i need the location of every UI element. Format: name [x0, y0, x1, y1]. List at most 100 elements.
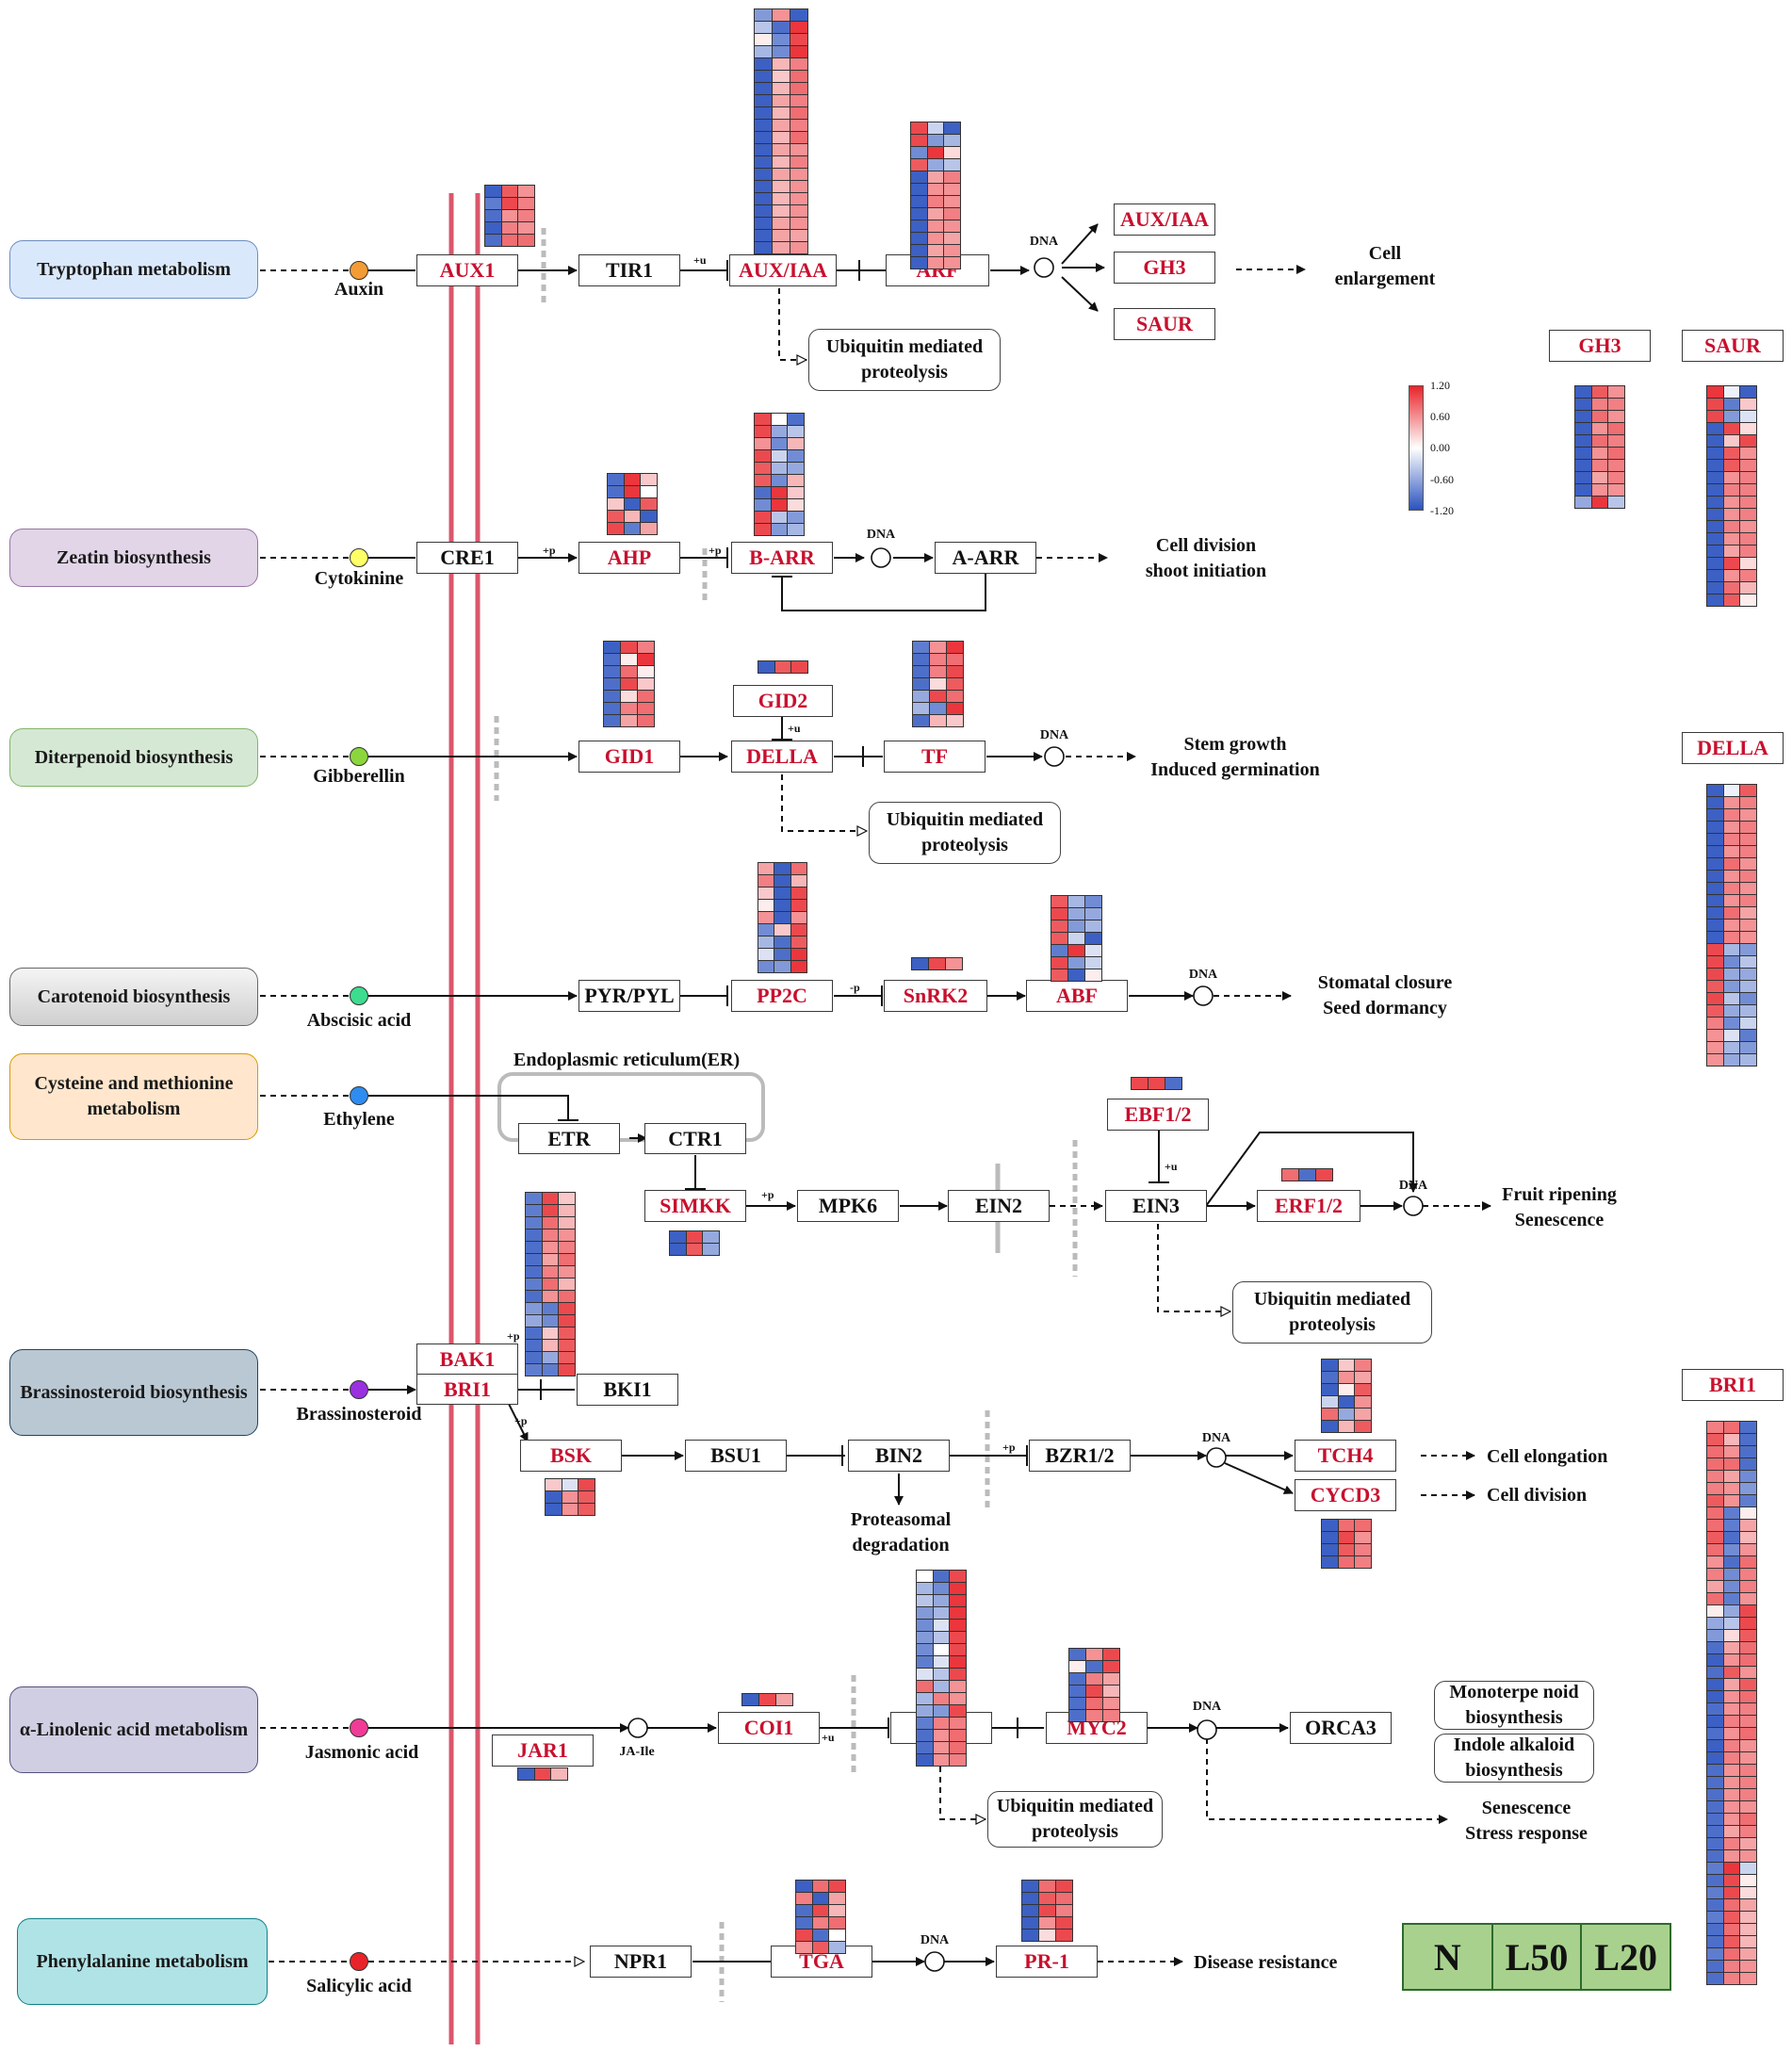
heatmap-cell: [1707, 1716, 1723, 1727]
heatmap-cell: [1085, 908, 1101, 920]
heatmap-cell: [1740, 797, 1756, 808]
gene-ebf12[interactable]: EBF1/2: [1107, 1099, 1209, 1131]
heatmap-cell: [917, 1571, 933, 1582]
gene-bsu1[interactable]: BSU1: [685, 1440, 787, 1472]
heatmap-cell: [755, 46, 772, 57]
gene-aux-iaa-target[interactable]: AUX/IAA: [1114, 204, 1215, 236]
gene-snrk2[interactable]: SnRK2: [884, 980, 987, 1012]
gene-bzr12[interactable]: BZR1/2: [1029, 1440, 1131, 1472]
heatmap-cell: [542, 1193, 559, 1204]
gene-jar1[interactable]: JAR1: [492, 1734, 594, 1767]
heatmap-cell: [927, 135, 944, 146]
gene-pr1[interactable]: PR-1: [996, 1946, 1098, 1978]
heatmap-cell: [1723, 956, 1740, 968]
gene-tch4[interactable]: TCH4: [1295, 1440, 1396, 1472]
heatmap-cell: [485, 235, 501, 246]
heatmap-cell: [1022, 1905, 1038, 1916]
heatmap-cell: [501, 210, 518, 221]
gene-saur[interactable]: SAUR: [1114, 308, 1215, 340]
heatmap-cell: [755, 22, 772, 33]
heatmap-cell: [1723, 1593, 1740, 1604]
gene-pyr-pyl[interactable]: PYR/PYL: [578, 980, 680, 1012]
heatmap-cell: [929, 958, 945, 969]
gene-aux1[interactable]: AUX1: [416, 254, 518, 286]
gene-coi1[interactable]: COI1: [718, 1712, 820, 1744]
gene-a-arr[interactable]: A-ARR: [935, 542, 1036, 574]
pathway-zeatin[interactable]: Zeatin biosynthesis: [9, 529, 258, 587]
heatmap-cell: [1322, 1360, 1338, 1371]
gene-ctr1[interactable]: CTR1: [644, 1123, 746, 1154]
heatmap-cell: [526, 1205, 542, 1216]
heatmap-cell: [933, 1718, 950, 1729]
gene-tf[interactable]: TF: [884, 741, 986, 773]
heatmap-cell: [1740, 1826, 1756, 1837]
heatmap-cell: [1723, 1422, 1740, 1433]
gene-pp2c[interactable]: PP2C: [731, 980, 833, 1012]
heatmap-cell: [1069, 1673, 1085, 1685]
gene-orca3[interactable]: ORCA3: [1290, 1712, 1392, 1744]
heatmap-cell: [917, 1705, 933, 1717]
heatmap-cell: [1051, 920, 1067, 932]
heatmap-cell: [1740, 448, 1756, 459]
gene-gid2[interactable]: GID2: [733, 685, 833, 717]
gene-aux-iaa[interactable]: AUX/IAA: [729, 254, 837, 286]
heatmap-cell: [788, 414, 804, 425]
gene-tir1[interactable]: TIR1: [578, 254, 680, 286]
sample-legend-n: N: [1404, 1925, 1493, 1989]
gene-etr[interactable]: ETR: [518, 1123, 620, 1154]
gene-bin2[interactable]: BIN2: [848, 1440, 950, 1472]
heatmap-cell: [933, 1632, 950, 1643]
heatmap-cell: [1723, 509, 1740, 520]
gene-della[interactable]: DELLA: [731, 741, 833, 773]
gene-cre1[interactable]: CRE1: [416, 542, 518, 574]
gene-cycd3[interactable]: CYCD3: [1295, 1479, 1396, 1511]
gene-gid1[interactable]: GID1: [578, 741, 680, 773]
pathway-phenylalanine[interactable]: Phenylalanine metabolism: [17, 1918, 268, 2005]
pathway-linolenic[interactable]: α-Linolenic acid metabolism: [9, 1686, 258, 1773]
pathway-diterpenoid[interactable]: Diterpenoid biosynthesis: [9, 728, 258, 787]
gene-ein3[interactable]: EIN3: [1105, 1190, 1207, 1222]
pathway-carotenoid[interactable]: Carotenoid biosynthesis: [9, 968, 258, 1026]
heatmap-coi1: [741, 1693, 793, 1706]
dna-label: DNA: [1192, 1700, 1222, 1714]
gene-ahp[interactable]: AHP: [578, 542, 680, 574]
gene-mpk6[interactable]: MPK6: [797, 1190, 899, 1222]
heatmap-cell: [1723, 822, 1740, 833]
heatmap-cell: [790, 205, 807, 217]
gene-bri1[interactable]: BRI1: [416, 1374, 518, 1405]
gene-abf[interactable]: ABF: [1026, 980, 1128, 1012]
gene-bki1[interactable]: BKI1: [577, 1374, 678, 1406]
gene-npr1[interactable]: NPR1: [590, 1946, 692, 1978]
heatmap-cell: [1740, 460, 1756, 471]
gene-b-arr[interactable]: B-ARR: [731, 542, 833, 574]
heatmap-cell: [526, 1327, 542, 1339]
heatmap-cell: [1707, 1875, 1723, 1886]
gene-gh3[interactable]: GH3: [1114, 252, 1215, 284]
label-jasmonic-acid: Jasmonic acid: [304, 1742, 419, 1763]
gene-bak1[interactable]: BAK1: [416, 1344, 518, 1375]
heatmap-cell: [944, 196, 960, 207]
pathway-cysteine[interactable]: Cysteine and methionine metabolism: [9, 1053, 258, 1140]
heatmap-cell: [559, 1340, 575, 1351]
gene-bsk[interactable]: BSK: [520, 1440, 622, 1472]
heatmap-cell: [559, 1327, 575, 1339]
heatmap-cell: [755, 156, 772, 168]
heatmap-cell: [1740, 558, 1756, 569]
heatmap-cell: [1575, 448, 1591, 459]
heatmap-cell: [950, 1669, 966, 1680]
heatmap-cell: [755, 230, 772, 241]
heatmap-cell: [1707, 1887, 1723, 1898]
heatmap-cell: [773, 120, 790, 131]
heatmap-cell: [1723, 570, 1740, 581]
heatmap-cell: [1723, 411, 1740, 422]
heatmap-cell: [1723, 484, 1740, 496]
heatmap-cell: [1723, 594, 1740, 606]
pathway-brassinosteroid[interactable]: Brassinosteroid biosynthesis: [9, 1349, 258, 1436]
heatmap-cell: [1608, 435, 1624, 447]
heatmap-cell: [1103, 1698, 1119, 1709]
pathway-tryptophan[interactable]: Tryptophan metabolism: [9, 240, 258, 299]
gene-simkk[interactable]: SIMKK: [644, 1190, 746, 1222]
gene-ein2[interactable]: EIN2: [948, 1190, 1050, 1222]
gene-erf12[interactable]: ERF1/2: [1257, 1190, 1360, 1222]
